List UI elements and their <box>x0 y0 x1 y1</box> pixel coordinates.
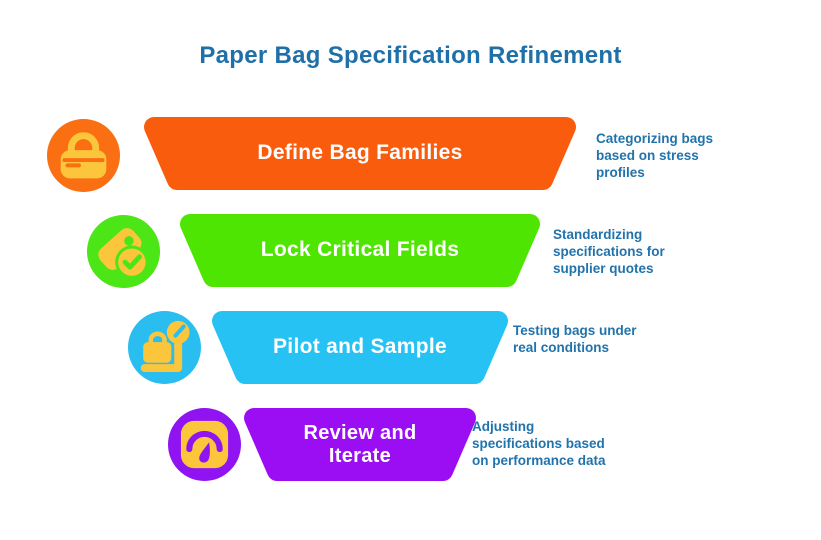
stage-3-description: Testing bags under real conditions <box>513 323 637 355</box>
stage-1-description: Categorizing bags based on stress profil… <box>596 131 714 180</box>
stage-3-badge <box>128 311 201 384</box>
stage-1-label: Define Bag Families <box>257 141 463 165</box>
funnel-stage-4: Review and Iterate <box>242 408 478 481</box>
funnel-stage-2: Lock Critical Fields <box>178 214 542 287</box>
stage-4-badge <box>168 408 241 481</box>
gauge-icon <box>168 408 241 481</box>
funnel-stage-1: Define Bag Families <box>142 117 578 190</box>
stage-2-badge <box>87 215 160 288</box>
stage-3-label: Pilot and Sample <box>273 335 447 359</box>
page-title: Paper Bag Specification Refinement <box>199 42 622 69</box>
stage-2-description: Standardizing specifications for supplie… <box>553 227 665 276</box>
funnel-segment-shape <box>144 117 576 190</box>
stage-1-badge <box>47 119 120 192</box>
funnel-segment-shape <box>212 311 508 384</box>
stage-4-label: Review and Iterate <box>303 421 417 467</box>
stage-4-description: Adjusting specifications based on perfor… <box>472 419 606 468</box>
handbag-icon <box>47 119 120 192</box>
funnel-stage-3: Pilot and Sample <box>210 311 510 384</box>
price-tag-check-icon <box>87 215 160 288</box>
stage-2-label: Lock Critical Fields <box>260 238 460 262</box>
funnel-segment-shape <box>244 408 476 481</box>
luggage-scale-icon <box>128 311 201 384</box>
funnel-segment-shape <box>180 214 540 287</box>
